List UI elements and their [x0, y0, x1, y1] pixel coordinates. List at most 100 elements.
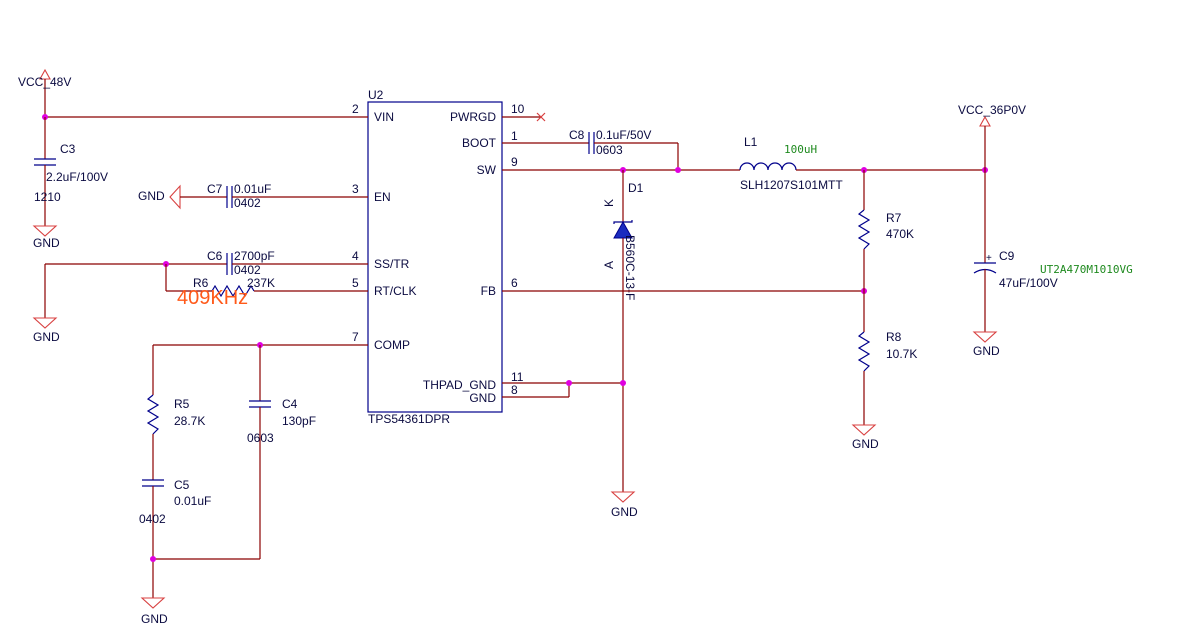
gnd-symbol [851, 424, 877, 436]
c8-value: 0.1uF/50V [596, 128, 651, 142]
gnd-label: GND [973, 344, 1000, 358]
inductor-l1 [739, 162, 985, 171]
pin-name-boot: BOOT [462, 136, 497, 150]
gnd-symbol [972, 331, 998, 343]
r6-ref: R6 [193, 276, 209, 290]
r7-ref: R7 [886, 211, 902, 225]
r6-value: 237K [247, 276, 275, 290]
capacitor-c7 [180, 186, 368, 208]
c5-pkg: 0402 [139, 512, 166, 526]
pin-num-3: 3 [352, 182, 359, 196]
resistor-r5 [146, 345, 160, 480]
r5-value: 28.7K [174, 414, 205, 428]
pin-num-1: 1 [511, 129, 518, 143]
gnd-symbol [169, 184, 181, 210]
ic-part: TPS54361DPR [368, 412, 450, 426]
gnd-symbol [610, 491, 636, 503]
capacitor-c6 [45, 253, 368, 275]
pin-name-gnd: GND [469, 391, 496, 405]
c6-ref: C6 [207, 249, 223, 263]
pin-name-fb: FB [481, 284, 496, 298]
c7-ref: C7 [207, 182, 223, 196]
ic-ref: U2 [368, 88, 384, 102]
pin-num-2: 2 [352, 102, 359, 116]
pin-num-11: 11 [511, 370, 524, 384]
pin-num-9: 9 [511, 155, 518, 169]
vin-power-port [39, 68, 51, 117]
gnd-label: GND [852, 437, 879, 451]
c8-ref: C8 [569, 128, 585, 142]
r8-ref: R8 [886, 330, 902, 344]
pin-name-vin: VIN [374, 110, 394, 124]
d1-a-label: A [602, 261, 616, 269]
ic-body [367, 101, 503, 413]
pin-num-8: 8 [511, 383, 518, 397]
c8-pkg: 0603 [596, 143, 623, 157]
pin-name-pwrgd: PWRGD [450, 110, 496, 124]
resistor-r6 [165, 264, 368, 298]
l1-ref: L1 [744, 135, 758, 149]
r6-frequency-note: 409KHz [177, 287, 248, 309]
c9-part: UT2A470M1010VG [1040, 263, 1133, 276]
r5-ref: R5 [174, 397, 190, 411]
pin-name-rt: RT/CLK [374, 284, 416, 298]
diode-d1 [613, 170, 633, 492]
l1-value: 100uH [784, 143, 817, 156]
capacitor-c4 [249, 345, 271, 559]
r7-value: 470K [886, 227, 914, 241]
c3-pkg: 1210 [34, 190, 61, 204]
pin-num-4: 4 [352, 249, 359, 263]
pin-name-ss: SS/TR [374, 257, 410, 271]
c9-value: 47uF/100V [999, 276, 1058, 290]
d1-part: B560C-13-F [623, 235, 637, 300]
c6-value: 2700pF [234, 249, 275, 263]
gnd-label: GND [611, 505, 638, 519]
pin-name-en: EN [374, 190, 391, 204]
c4-ref: C4 [282, 397, 298, 411]
c7-value: 0.01uF [234, 182, 271, 196]
c5-ref: C5 [174, 478, 190, 492]
capacitor-c5 [142, 479, 164, 598]
pin-name-thpad: THPAD_GND [423, 378, 496, 392]
d1-ref: D1 [628, 181, 644, 195]
vout-label: VCC_36P0V [958, 103, 1026, 117]
pin-num-10: 10 [511, 102, 525, 116]
resistor-r7 [857, 170, 871, 291]
vout-power-port [979, 115, 991, 170]
gnd-label: GND [141, 612, 168, 626]
gnd-symbol [32, 317, 58, 329]
resistor-r8 [857, 291, 871, 425]
gnd-label: GND [33, 236, 60, 250]
gnd-label: GND [33, 330, 60, 344]
pin-name-sw: SW [477, 163, 497, 177]
pin-num-6: 6 [511, 276, 518, 290]
junction [566, 380, 572, 386]
c9-ref: C9 [999, 249, 1015, 263]
c3-ref: C3 [60, 142, 76, 156]
c7-pkg: 0402 [234, 196, 261, 210]
junction [675, 167, 681, 173]
c3-value: 2.2uF/100V [46, 170, 108, 184]
gnd-label: GND [138, 189, 165, 203]
d1-k-label: K [602, 199, 616, 207]
no-connect-marker [536, 112, 546, 122]
pin-num-7: 7 [352, 330, 359, 344]
c9-polarity: + [986, 253, 992, 264]
pin-num-5: 5 [352, 276, 359, 290]
c6-pkg: 0402 [234, 263, 261, 277]
capacitor-c9 [973, 170, 997, 332]
c4-value: 130pF [282, 414, 316, 428]
l1-part: SLH1207S101MTT [740, 178, 843, 192]
pin-name-comp: COMP [374, 338, 410, 352]
vin-label: VCC_48V [18, 75, 71, 89]
capacitor-c8 [502, 132, 679, 170]
c4-pkg: 0603 [247, 431, 274, 445]
r8-value: 10.7K [886, 347, 917, 361]
junction [620, 380, 626, 386]
capacitor-c3 [34, 117, 56, 226]
gnd-symbol [32, 225, 58, 237]
c5-value: 0.01uF [174, 494, 211, 508]
junction [150, 556, 156, 562]
gnd-symbol [140, 597, 166, 609]
